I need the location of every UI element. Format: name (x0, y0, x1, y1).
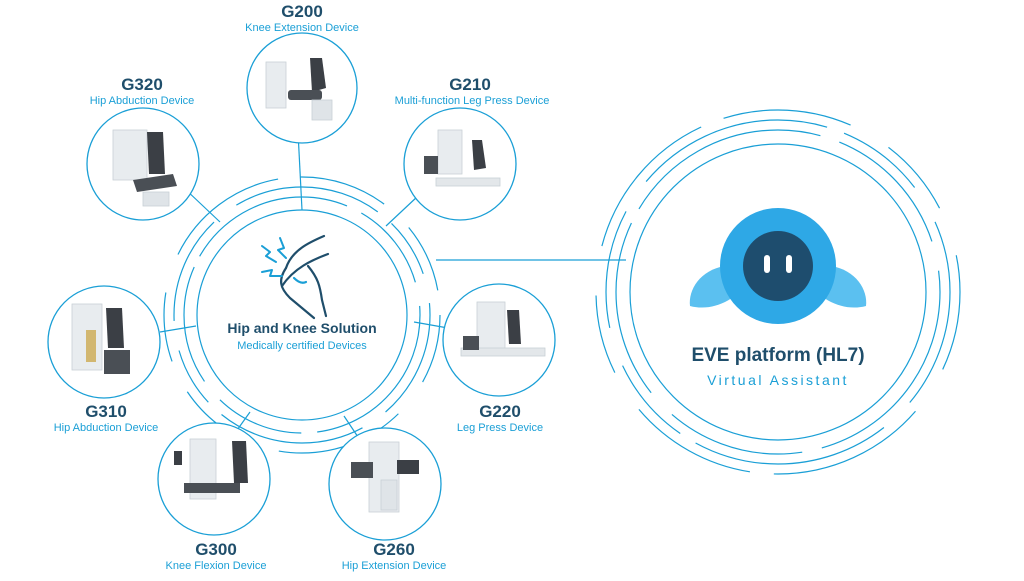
hub-circle (196, 209, 408, 421)
platform-ring-3 (595, 109, 961, 475)
platform-ring-2 (605, 119, 951, 465)
device-code-g220: G220 (479, 402, 521, 421)
device-name-g220: Leg Press Device (456, 422, 544, 434)
machine-g220-icon (460, 301, 546, 357)
device-code-g260: G260 (373, 540, 415, 559)
knee-joint-icon (280, 234, 330, 320)
machine-g200-icon (265, 58, 333, 121)
machine-g320-icon (112, 129, 177, 207)
device-code-g200: G200 (281, 2, 323, 21)
hub-ring-2 (173, 186, 431, 444)
connector-lines (159, 131, 626, 447)
platform-circle (629, 143, 927, 441)
connector-g200 (297, 131, 303, 211)
hub-rings (163, 176, 441, 454)
device-code-g210: G210 (449, 75, 491, 94)
pain-spark-icon (261, 237, 287, 277)
platform-ring-1 (615, 129, 941, 455)
machine-g300-icon (174, 438, 248, 500)
device-name-g200: Knee Extension Device (245, 22, 359, 34)
device-name-g300: Knee Flexion Device (165, 560, 267, 572)
connector-g310 (159, 325, 197, 333)
device-circle-g310 (47, 285, 161, 399)
hub-ring-3 (163, 176, 441, 454)
device-name-g260: Hip Extension Device (341, 560, 447, 572)
hub-subtitle: Medically certified Devices (237, 340, 367, 352)
eve-robot-icon (689, 208, 867, 324)
device-name-g310: Hip Abduction Device (53, 422, 159, 434)
device-circles (47, 32, 556, 541)
device-code-g310: G310 (85, 402, 127, 421)
platform-title: EVE platform (HL7) (691, 345, 865, 366)
connector-g210 (385, 195, 419, 227)
device-circle-g200 (246, 32, 358, 144)
device-name-g210: Multi-function Leg Press Device (394, 95, 550, 107)
platform-rings (595, 109, 961, 475)
machine-g260-icon (351, 441, 419, 513)
hub-title: Hip and Knee Solution (227, 320, 377, 336)
machine-g210-icon (424, 129, 501, 187)
device-illustrations (71, 58, 546, 513)
platform-subtitle: Virtual Assistant (707, 372, 849, 388)
device-code-g300: G300 (195, 540, 237, 559)
device-code-g320: G320 (121, 75, 163, 94)
machine-g310-icon (71, 303, 130, 374)
device-name-g320: Hip Abduction Device (89, 95, 195, 107)
hub-ring-1 (183, 196, 421, 434)
